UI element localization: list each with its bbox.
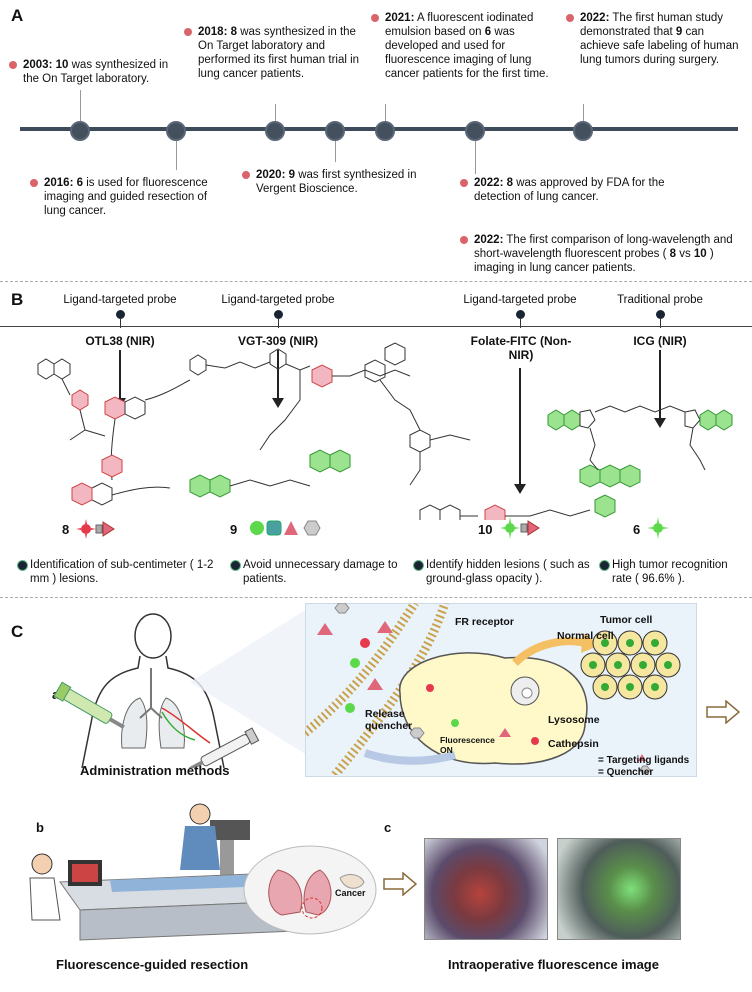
probe-feature-vgt309: Avoid unnecessary damage to patients. (230, 558, 413, 586)
section-divider (0, 281, 752, 282)
probe-number-otl38: 8 (62, 522, 70, 537)
probe-number-folate: 10 (478, 522, 493, 537)
timeline-node (166, 121, 186, 141)
event-dot (242, 171, 250, 179)
caption-resection: Fluorescence-guided resection (56, 957, 249, 972)
label-cancer: Cancer (335, 888, 366, 898)
timeline-event-2020: 2020: 9 was first synthesized in Vergent… (242, 168, 431, 196)
probe-feature-folate: Identify hidden lesions ( such as ground… (413, 558, 601, 586)
timeline-node (325, 121, 345, 141)
timeline-event-2003: 2003: 10 was synthesized in the On Targe… (9, 58, 183, 86)
timeline-event-2022-compare: 2022: The first comparison of long-wavel… (460, 233, 744, 275)
event-dot (30, 179, 38, 187)
arrow-down (514, 368, 526, 494)
panel-label-c: C (11, 622, 24, 641)
timeline-node (465, 121, 485, 141)
timeline-event-2022-fda: 2022: 8 was approved by FDA for the dete… (460, 176, 704, 204)
timeline-event-2018: 2018: 8 was synthesized in the On Target… (184, 25, 370, 81)
probe-number-icg: 6 (633, 522, 641, 537)
timeline-event-2021: 2021: A fluorescent iodinated emulsion b… (371, 11, 555, 81)
caption-administration: Administration methods (80, 763, 230, 778)
probe-number-vgt309: 9 (230, 522, 238, 537)
timeline-node (70, 121, 90, 141)
zoom-cone (190, 607, 310, 757)
section-divider (0, 597, 752, 598)
probe-name-vgt309: VGT-309 (NIR) (237, 334, 318, 348)
label-lysosome: Lysosome (548, 714, 600, 726)
probe-symbol-otl38 (76, 519, 115, 539)
legend-targeting-ligands: = Targeting ligands (598, 755, 690, 766)
probe-type-otl38: Ligand-targeted probe (63, 294, 177, 306)
intraop-image-fluorescence (557, 838, 681, 940)
arrow-down (654, 350, 666, 428)
probe-type-icg: Traditional probe (617, 294, 703, 306)
probe-feature-otl38: Identification of sub-centimeter ( 1-2 m… (17, 558, 215, 586)
label-tumor-cell: Tumor cell (600, 614, 653, 626)
label-normal-cell: Normal cell (557, 630, 614, 642)
mechanism-illustration (305, 603, 681, 775)
timeline-node (265, 121, 285, 141)
next-arrow-icon (383, 872, 417, 896)
sub-label-c: c (384, 820, 392, 835)
probe-name-folate: Folate-FITC (Non-NIR) (470, 334, 572, 362)
probe-symbol-folate (500, 517, 540, 539)
panel-label-a: A (11, 6, 24, 25)
timeline-node (375, 121, 395, 141)
probe-name-otl38: OTL38 (NIR) (85, 334, 155, 348)
probe-type-folate: Ligand-targeted probe (463, 294, 577, 306)
event-dot (460, 236, 468, 244)
legend-quencher: = Quencher (598, 767, 654, 778)
probe-symbol-icg (647, 517, 669, 539)
timeline-event-2022-human: 2022: The first human study demonstrated… (566, 11, 740, 67)
event-dot (460, 179, 468, 187)
label-release-quencher: Release quencher (365, 708, 413, 732)
probe-separator (0, 326, 752, 327)
timeline-event-2016: 2016: 6 is used for fluorescence imaging… (30, 176, 214, 218)
probe-name-icg: ICG (NIR) (633, 334, 687, 348)
probe-symbol-vgt309 (250, 520, 321, 536)
label-cathepsin: Cathepsin (548, 738, 599, 750)
sub-label-b: b (36, 820, 44, 835)
probe-type-vgt309: Ligand-targeted probe (221, 294, 335, 306)
panel-label-b: B (11, 290, 24, 309)
event-dot (9, 61, 17, 69)
caption-intraoperative: Intraoperative fluorescence image (448, 957, 659, 972)
intraop-image-white-light (424, 838, 548, 940)
surgery-illustration (29, 803, 377, 941)
timeline-node (573, 121, 593, 141)
probe-feature-icg: High tumor recognition rate ( 96.6% ). (599, 558, 747, 586)
event-dot (371, 14, 379, 22)
chemical-structures (37, 342, 733, 520)
arrow-down (272, 350, 284, 408)
event-dot (566, 14, 574, 22)
label-fr-receptor: FR receptor (455, 616, 514, 628)
label-fluorescence-on: Fluorescence ON (440, 735, 495, 755)
event-dot (184, 28, 192, 36)
next-arrow-icon (706, 700, 740, 724)
